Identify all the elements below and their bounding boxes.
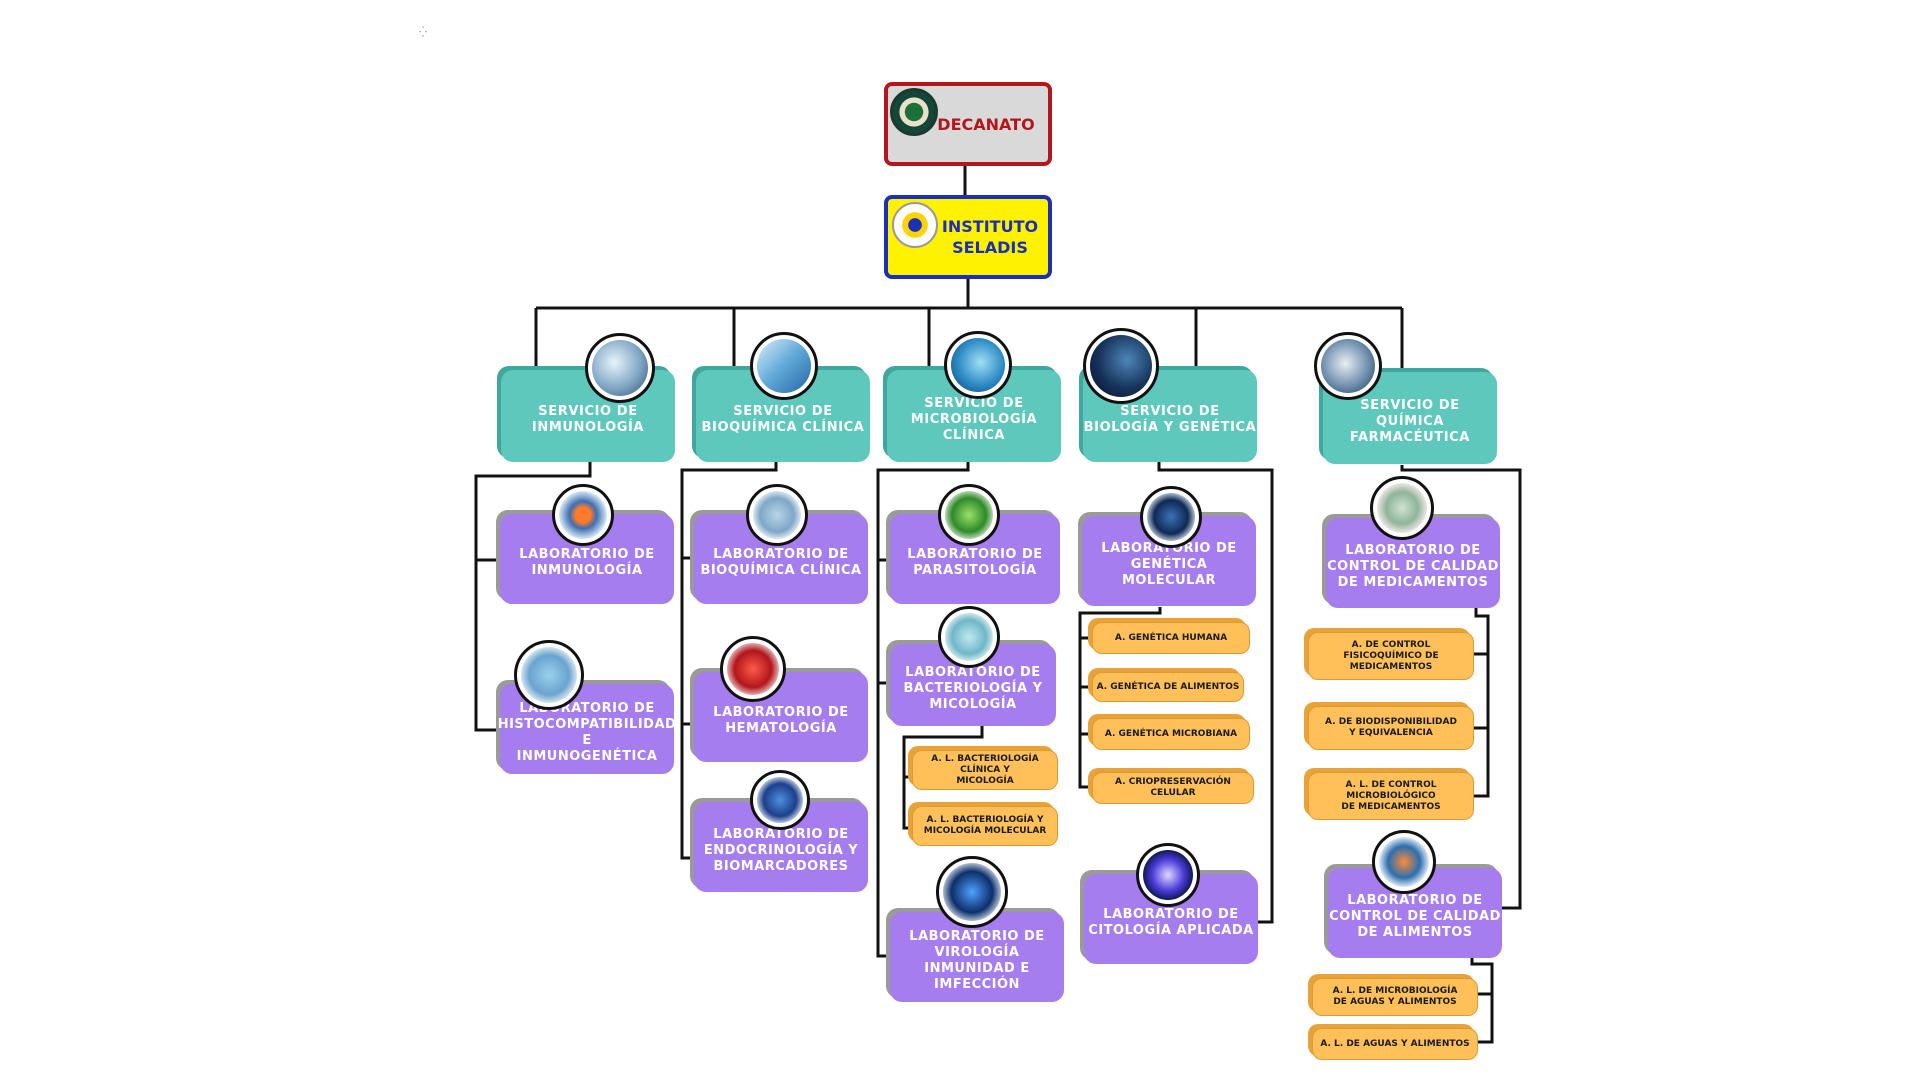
lab-bacteriologia-photo-icon <box>938 606 1000 668</box>
area-control-fisicoquimico: A. DE CONTROL FISICOQUÍMICO DE MEDICAMEN… <box>1308 632 1474 680</box>
lab-control-alimentos: LABORATORIO DE CONTROL DE CALIDAD DE ALI… <box>1328 868 1502 958</box>
lab-control-alimentos-photo-icon <box>1372 830 1436 894</box>
lab-parasitologia-photo-icon <box>938 484 1000 546</box>
area-genetica-microbiana: A. GENÉTICA MICROBIANA <box>1092 718 1250 750</box>
lab-virologia: LABORATORIO DE VIROLOGÍA INMUNIDAD E IMF… <box>890 912 1064 1002</box>
instituto-seladis-box: INSTITUTO SELADIS <box>884 195 1052 279</box>
biochemistry-photo-icon <box>750 332 818 400</box>
microbiology-photo-icon <box>944 331 1012 399</box>
lab-inmunologia-photo-icon <box>552 484 614 546</box>
area-bacteriologia-molecular: A. L. BACTERIOLOGÍA Y MICOLOGÍA MOLECULA… <box>912 806 1058 846</box>
service-biologia: SERVICIO DE BIOLOGÍA Y GENÉTICA <box>1083 370 1257 462</box>
area-control-microbiologico: A. L. DE CONTROL MICROBIOLÓGICO DE MEDIC… <box>1308 772 1474 820</box>
instituto-label: INSTITUTO SELADIS <box>941 217 1039 257</box>
lab-parasitologia: LABORATORIO DE PARASITOLOGÍA <box>890 514 1060 604</box>
lab-endocrinologia-photo-icon <box>750 770 810 830</box>
dna-photo-icon <box>1083 328 1159 404</box>
area-genetica-humana: A. GENÉTICA HUMANA <box>1092 622 1250 654</box>
lab-hematologia-photo-icon <box>720 636 786 702</box>
seladis-logo-icon <box>892 202 938 248</box>
lab-virologia-photo-icon <box>936 856 1008 928</box>
lab-histocompatibilidad-photo-icon <box>514 640 584 710</box>
lab-bioquimica-photo-icon <box>746 484 808 546</box>
area-genetica-alimentos: A. GENÉTICA DE ALIMENTOS <box>1092 672 1244 702</box>
university-seal-icon <box>890 88 938 136</box>
lab-citologia-photo-icon <box>1136 843 1200 907</box>
area-aguas-alimentos: A. L. DE AGUAS Y ALIMENTOS <box>1312 1028 1478 1060</box>
area-microbiologia-aguas: A. L. DE MICROBIOLOGÍA DE AGUAS Y ALIMEN… <box>1312 978 1478 1016</box>
immunology-photo-icon <box>585 333 655 403</box>
loading-spinner-icon: ⁛ <box>419 27 427 38</box>
area-bacteriologia-clinica: A. L. BACTERIOLOGÍA CLÍNICA Y MICOLOGÍA <box>912 750 1058 790</box>
area-criopreservacion: A. CRIOPRESERVACIÓN CELULAR <box>1092 772 1254 804</box>
area-biodisponibilidad: A. DE BIODISPONIBILIDAD Y EQUIVALENCIA <box>1308 706 1474 750</box>
decanato-label: DECANATO <box>937 114 1035 134</box>
service-quimica: SERVICIO DE QUÍMICA FARMACÉUTICA <box>1323 372 1497 464</box>
pharma-photo-icon <box>1314 332 1382 400</box>
lab-genetica-photo-icon <box>1140 486 1202 548</box>
lab-hematologia: LABORATORIO DE HEMATOLOGÍA <box>694 672 868 762</box>
lab-control-medicamentos-photo-icon <box>1370 476 1434 540</box>
